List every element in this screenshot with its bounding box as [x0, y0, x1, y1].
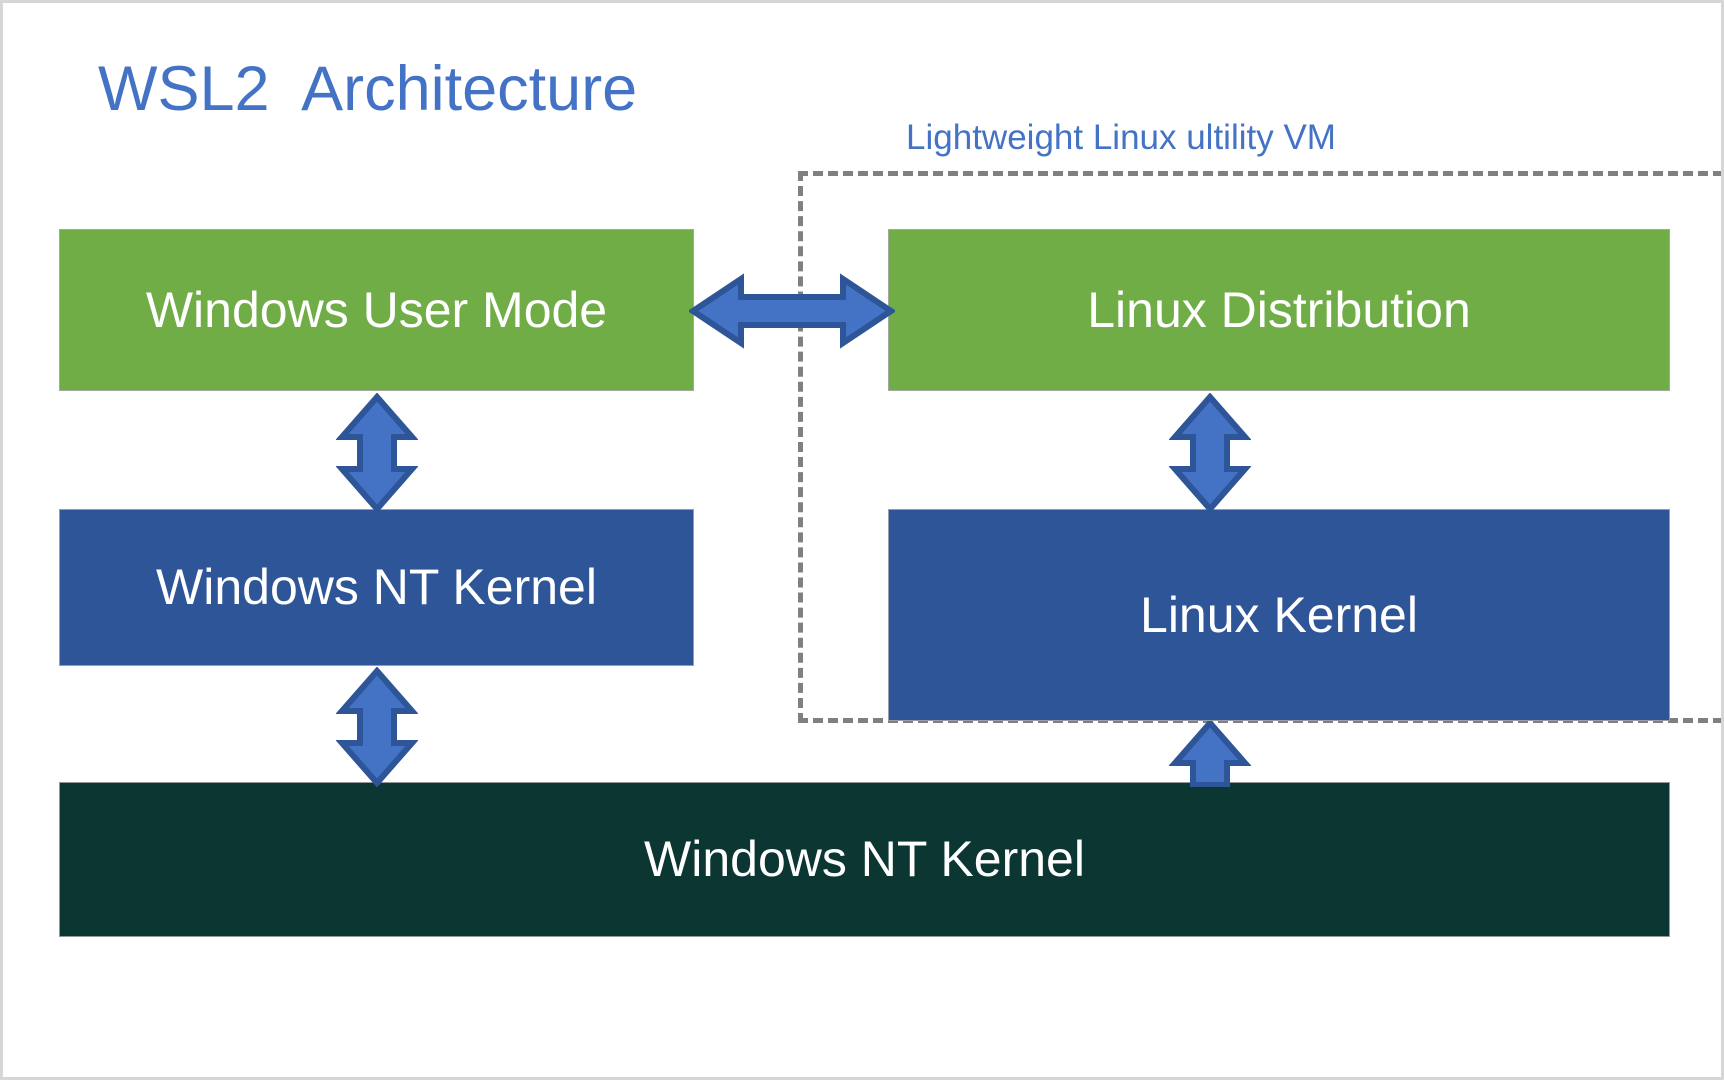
lightweight-vm-label: Lightweight Linux ultility VM [906, 118, 1336, 157]
box-windows-user-mode: Windows User Mode [59, 229, 694, 391]
arrow-linux-distribution-to-linux-kernel [1169, 393, 1251, 513]
arrow-linux-kernel-to-hypervisor [1169, 721, 1251, 787]
arrow-windows-nt-kernel-to-hypervisor [336, 667, 418, 787]
box-windows-nt-kernel-label: Windows NT Kernel [156, 559, 597, 615]
box-linux-kernel-label: Linux Kernel [1140, 586, 1418, 643]
page-title: WSL2 Architecture [98, 54, 638, 124]
box-linux-distribution: Linux Distribution [888, 229, 1670, 391]
box-windows-user-mode-label: Windows User Mode [145, 281, 608, 338]
arrow-windows-user-mode-to-nt-kernel [336, 393, 418, 513]
box-linux-kernel: Linux Kernel [888, 509, 1670, 721]
box-hypervisor-kernel-label: Windows NT Kernel [644, 831, 1085, 887]
box-linux-distribution-label: Linux Distribution [1087, 281, 1471, 338]
box-hypervisor-windows-nt-kernel: Windows NT Kernel [59, 782, 1670, 937]
arrow-user-mode-to-linux-distribution [689, 273, 895, 349]
box-windows-nt-kernel: Windows NT Kernel [59, 509, 694, 666]
